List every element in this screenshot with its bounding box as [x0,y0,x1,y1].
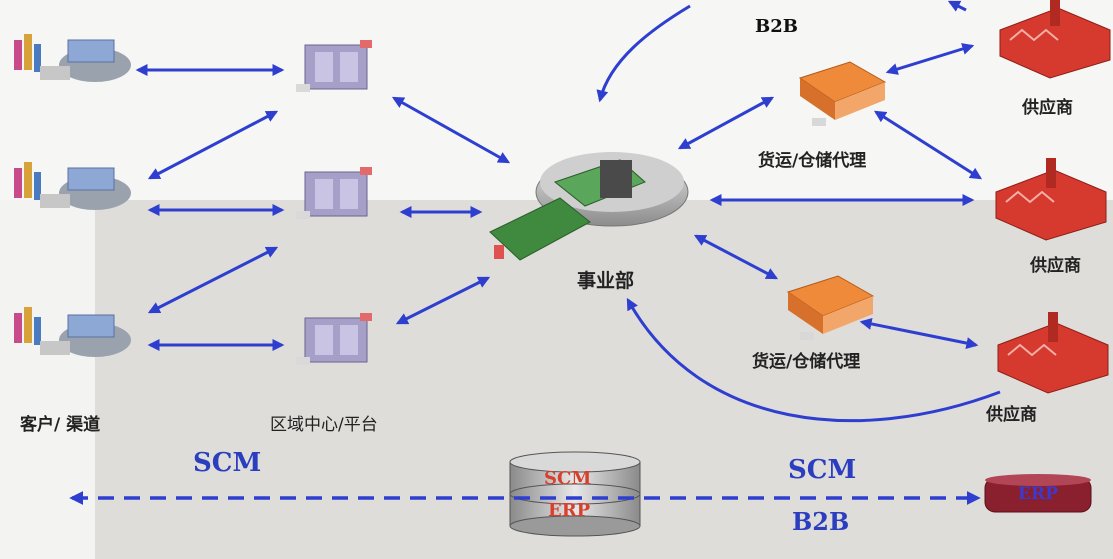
supplier-label-2: 供应商 [1030,256,1081,276]
b2b-bottom-label: B2B [792,507,850,536]
supplier-label-3: 供应商 [986,405,1037,425]
arrow-customer3-regional2 [147,246,279,314]
supplier-label-1: 供应商 [1022,98,1073,118]
regional-platform-icon [296,167,372,219]
freight-agent-icon [786,275,875,340]
arrow-agent1-supplier1 [885,43,975,75]
regional-platform-icon [296,40,372,92]
arrow-agent2-supplier3 [859,318,979,349]
freight-agent-label-top: 货运/仓储代理 [758,151,867,171]
division-hub-icon [489,152,689,261]
scm-left-label: SCM [193,448,262,478]
scm-erp-database-icon [509,451,641,537]
scm-right-label: SCM [788,455,857,485]
arrow-top-right [947,0,967,12]
arrow-agent1-supplier2 [873,110,983,180]
division-label: 事业部 [577,270,635,292]
arrow-regional3-division [395,276,491,325]
arrow-division-agent1 [677,96,775,150]
arrow-customer2-regional1 [147,110,279,180]
customers-channels-label: 客户/ 渠道 [20,415,101,435]
erp-box-label: ERP [1018,484,1058,504]
arrow-top-to-division [596,4,691,103]
arrow-division-agent2 [693,234,779,280]
regional-center-label: 区域中心/平台 [270,415,378,435]
database-scm-label: SCM [544,468,592,489]
erp-system-icon [984,474,1092,513]
customer-icon [14,34,131,82]
arrow-supplier3-division [626,297,1001,423]
supplier-factory-icon [997,312,1109,394]
freight-agent-label-bottom: 货运/仓储代理 [752,352,861,372]
database-erp-label: ERP [548,500,591,521]
freight-agent-icon [798,61,887,126]
flow-arrows [135,43,983,351]
b2b-top-label: B2B [755,16,798,37]
curved-arrows [596,0,1001,423]
supplier-factory-icon [995,158,1107,241]
supplier-factory-icon [999,0,1111,79]
arrow-regional1-division [391,96,511,164]
customer-icon [14,162,131,210]
customer-icon [14,307,131,357]
regional-platform-icon [296,313,372,365]
